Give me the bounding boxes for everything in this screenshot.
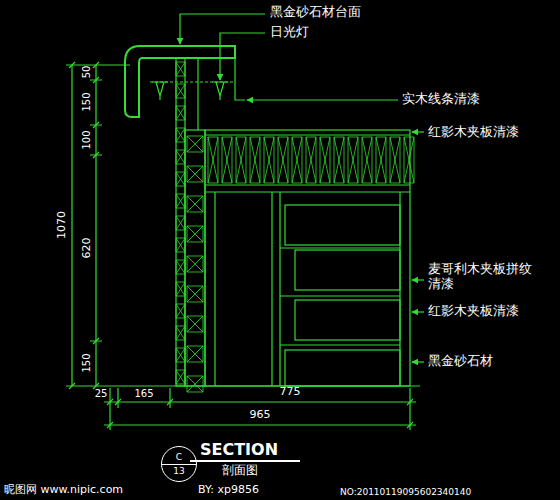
material-callout: 黑金砂石材 (428, 354, 493, 369)
dimension: 100 (81, 130, 93, 149)
material-callout: 实木线条清漆 (402, 92, 480, 107)
dimension: 965 (250, 409, 271, 422)
dimension: 150 (81, 92, 93, 111)
section-caption: 剖面图 (222, 464, 258, 478)
material-callout: 麦哥利木夹板拼纹清漆 (428, 262, 540, 292)
dimension: 620 (81, 238, 94, 259)
material-callout: 黑金砂石材台面 (270, 5, 361, 20)
dimension: 165 (134, 388, 153, 400)
section-title: SECTION (200, 441, 278, 459)
dimension: 775 (280, 386, 301, 399)
dimension: 1070 (56, 211, 69, 239)
material-callout: 红影木夹板清漆 (428, 125, 519, 140)
dimension: 50 (81, 66, 93, 79)
symbol-text: C (162, 453, 196, 464)
material-callout: 红影木夹板清漆 (428, 304, 519, 319)
light-callout: 日光灯 (270, 25, 309, 40)
symbol-text: 13 (162, 464, 196, 476)
watermark: NO:20110119095602340140 (340, 487, 471, 497)
section-symbol: C13 (161, 446, 197, 482)
watermark: 昵图网 www.nipic.com (4, 484, 123, 497)
dimension: 150 (81, 353, 93, 372)
dimension: 25 (95, 388, 108, 400)
watermark: BY: xp9856 (198, 484, 259, 497)
